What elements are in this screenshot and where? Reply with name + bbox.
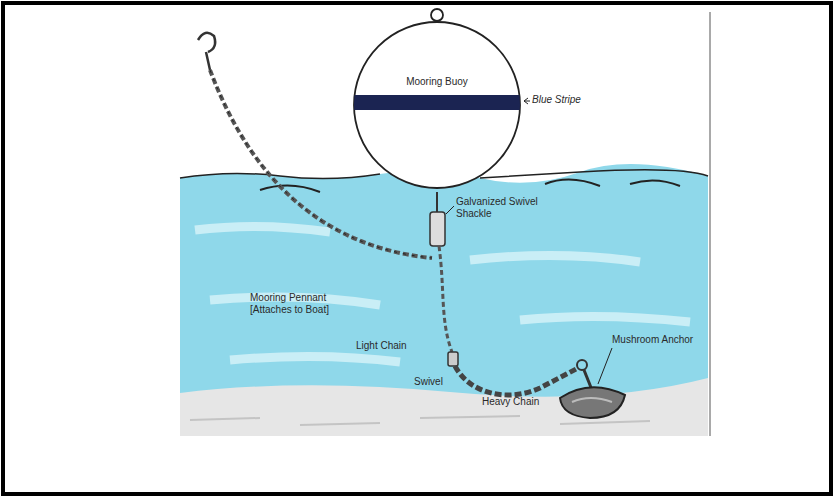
part-label: Mushroom Anchor [612, 334, 707, 346]
mushroom-anchor [560, 387, 625, 418]
part-label: Swivel [414, 376, 464, 388]
light-chain [439, 246, 452, 352]
anchor-eye [577, 360, 587, 370]
shackle-leader [446, 206, 454, 214]
part-label: Galvanized Swivel Shackle [456, 196, 538, 220]
part-label: Heavy Chain [482, 396, 562, 408]
water [180, 164, 708, 400]
sea-floor [180, 378, 708, 436]
swivel-shackle [430, 212, 445, 246]
frame [3, 3, 831, 494]
shackle-pin [436, 192, 438, 212]
pennant-hook [198, 33, 215, 70]
mooring-buoy: Mooring Buoy [352, 20, 522, 190]
heavy-chain [455, 366, 578, 395]
stripe-leader [524, 98, 530, 104]
divider-line [710, 12, 711, 436]
part-label: Blue Stripe [532, 94, 622, 106]
anchor-leader [598, 348, 612, 384]
part-label: Light Chain [356, 340, 436, 352]
swivel-symbol [448, 352, 458, 366]
part-label: Mooring Pennant [Attaches to Boat] [250, 292, 368, 316]
buoy-ring [425, 6, 449, 26]
anchor-highlight [572, 398, 612, 402]
buoy-outline [352, 20, 522, 190]
buoy-label: Mooring Buoy [352, 76, 522, 87]
